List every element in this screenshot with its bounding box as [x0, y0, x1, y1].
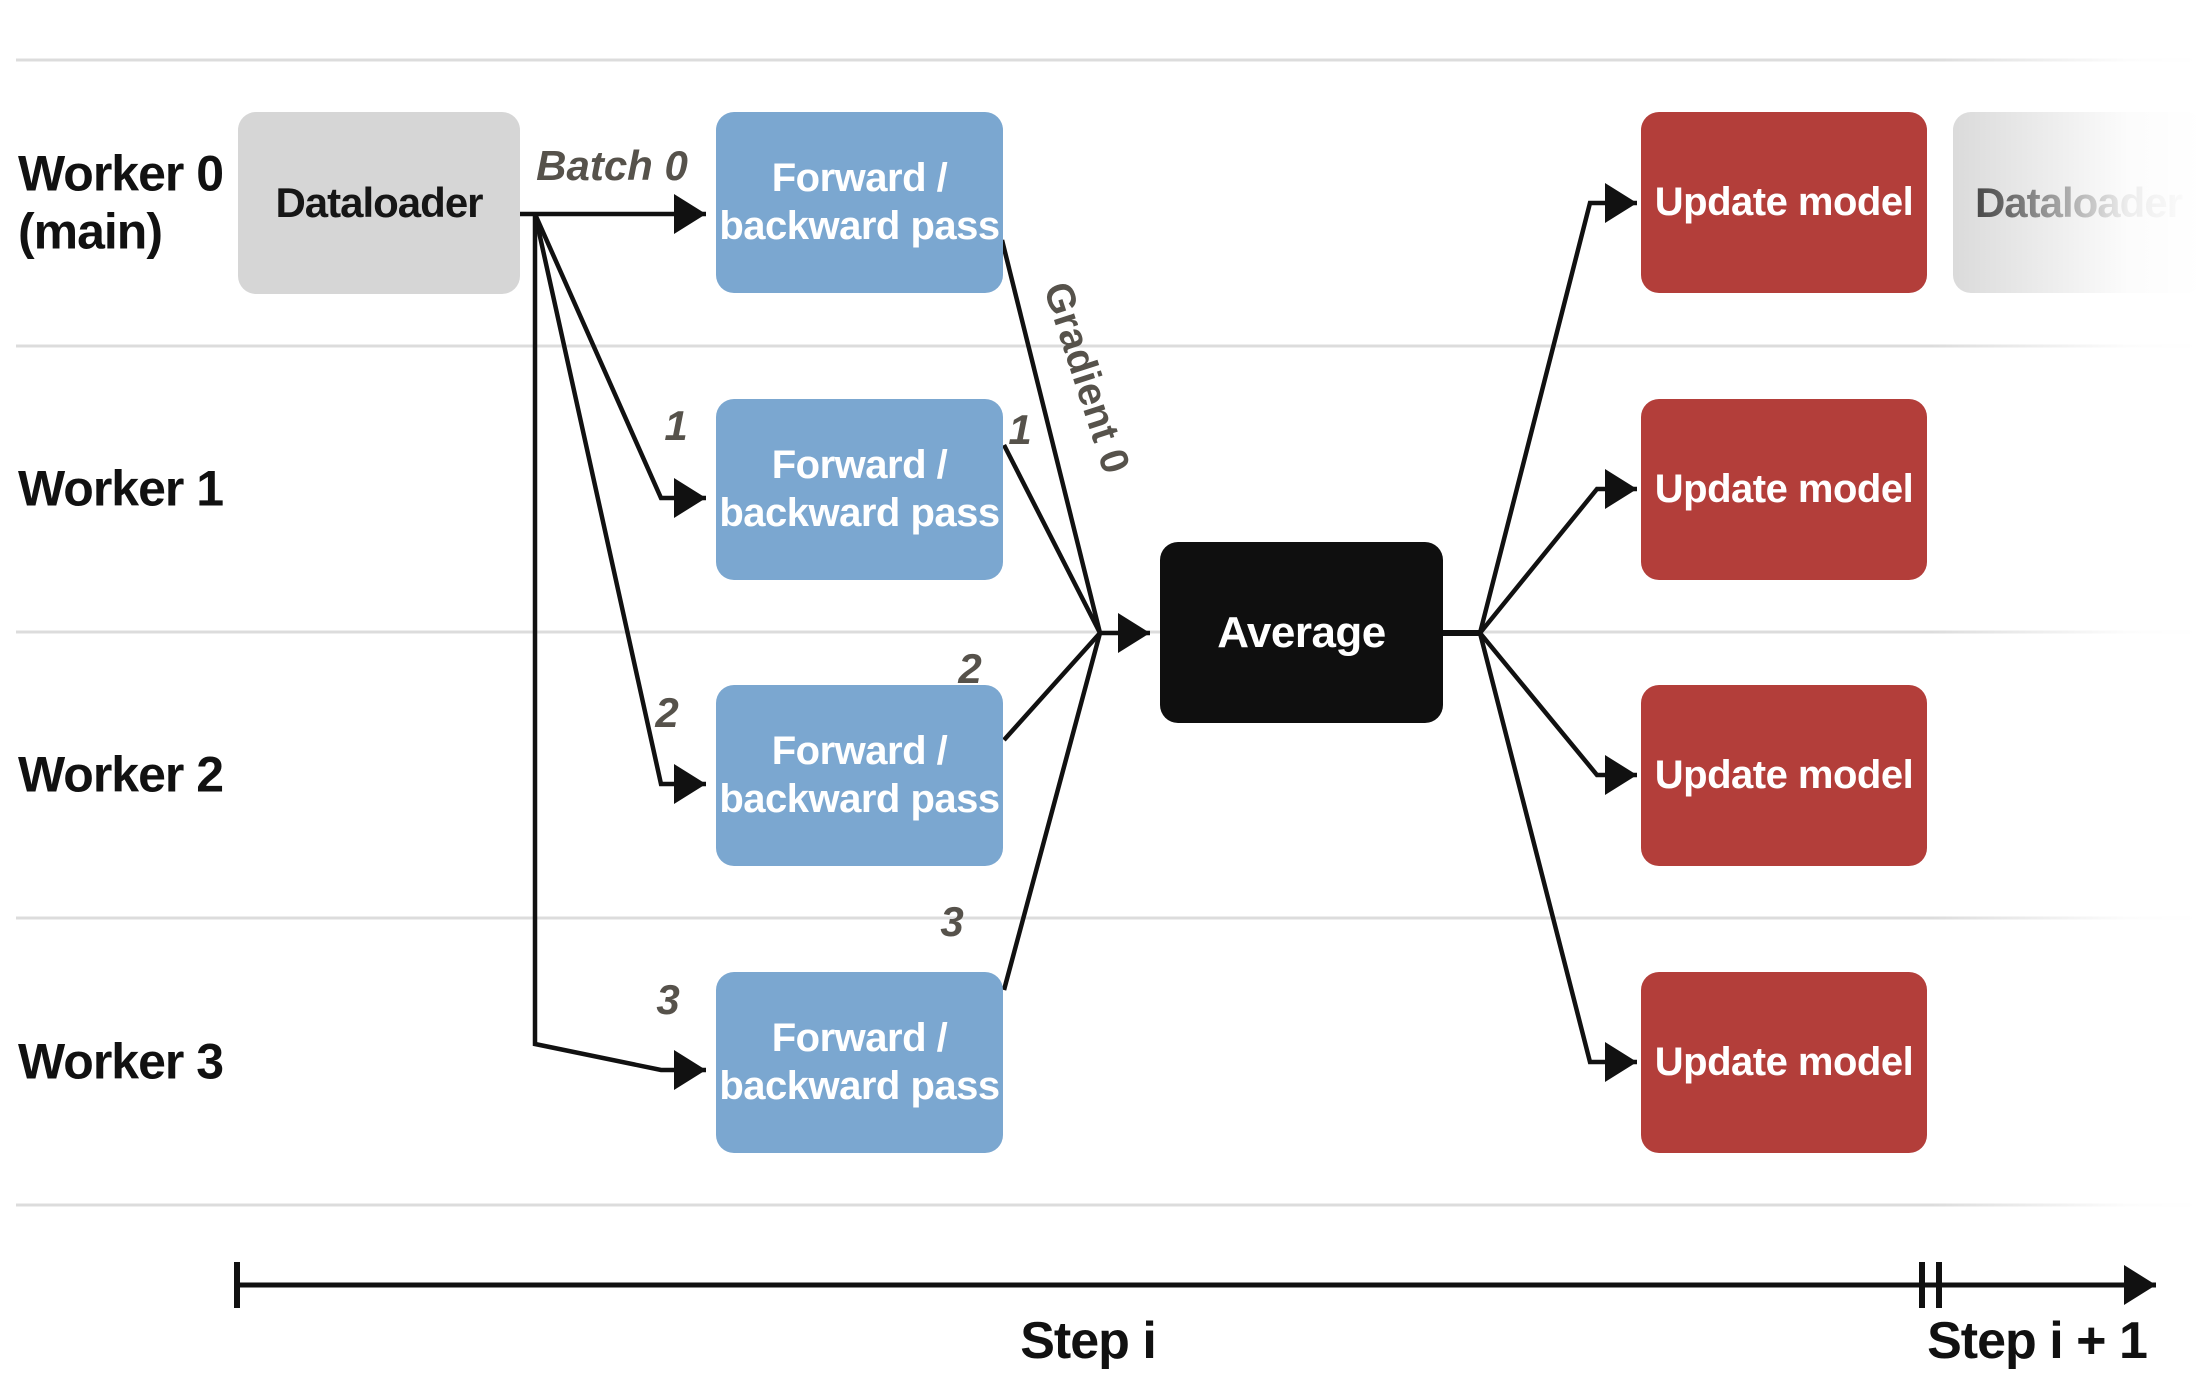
next-dataloader-box: Dataloader: [1953, 112, 2204, 293]
timeline-axis: [234, 1262, 2156, 1308]
forward-backward-box-worker3: Forward / backward pass: [716, 972, 1003, 1153]
update-arrows: [1443, 183, 1637, 1082]
batch-arrows: [520, 194, 706, 1090]
update-model-label: Update model: [1654, 179, 1914, 224]
gradient-line-worker3: [1001, 632, 1103, 991]
update-model-label: Update model: [1654, 1039, 1914, 1084]
dataloader-label: Dataloader: [275, 179, 483, 227]
forward-backward-box-worker1: Forward / backward pass: [716, 399, 1003, 580]
worker-label-3: Worker 3: [18, 1033, 224, 1090]
forward-backward-label: Forward / backward pass: [719, 1016, 1000, 1108]
gradient-line-worker2: [1002, 631, 1102, 742]
forward-backward-box-worker0: Forward / backward pass: [716, 112, 1003, 293]
next-dataloader-label: Dataloader: [1974, 178, 2183, 226]
update-arrow-worker1: [1478, 469, 1637, 635]
batch-arrow-worker1: [532, 213, 706, 518]
forward-backward-label: Forward / backward pass: [719, 729, 1000, 821]
step-i-label: Step i: [1020, 1312, 1157, 1370]
average-box: Average: [1160, 542, 1443, 723]
batch-index-1: 1: [664, 402, 688, 449]
update-model-box-worker2: Update model: [1641, 685, 1927, 866]
update-model-box-worker3: Update model: [1641, 972, 1927, 1153]
step-i-plus-1-label: Step i + 1: [1927, 1312, 2148, 1370]
gradient-line-worker0: [999, 239, 1103, 634]
batch-0-label: Batch 0: [536, 142, 688, 189]
update-model-box-worker1: Update model: [1641, 399, 1927, 580]
gradient-index-3: 3: [940, 898, 964, 945]
gradient-index-2: 2: [958, 645, 982, 692]
update-arrow-worker0: [1477, 183, 1637, 634]
forward-backward-label: Forward / backward pass: [719, 156, 1000, 248]
batch-index-3: 3: [656, 976, 680, 1023]
forward-backward-box-worker2: Forward / backward pass: [716, 685, 1003, 866]
gradient-index-1: 1: [1008, 406, 1032, 453]
update-model-box-worker0: Update model: [1641, 112, 1927, 293]
worker-label-2: Worker 2: [18, 746, 224, 803]
update-arrow-worker2: [1478, 631, 1637, 795]
batch-index-2: 2: [655, 689, 679, 736]
worker-label-1: Worker 1: [18, 460, 224, 517]
forward-backward-label: Forward / backward pass: [719, 443, 1000, 535]
gradient-line-worker1: [1001, 443, 1103, 635]
gradient-lines: [999, 239, 1150, 991]
average-label: Average: [1217, 607, 1386, 657]
worker-label-0: Worker 0 (main): [18, 145, 224, 260]
update-model-label: Update model: [1654, 466, 1914, 511]
dataloader-box: Dataloader: [238, 112, 520, 294]
update-arrow-worker3: [1477, 632, 1637, 1082]
update-model-label: Update model: [1654, 752, 1914, 797]
batch-arrow-worker3: [532, 214, 706, 1090]
batch-arrow-worker2: [532, 213, 706, 804]
